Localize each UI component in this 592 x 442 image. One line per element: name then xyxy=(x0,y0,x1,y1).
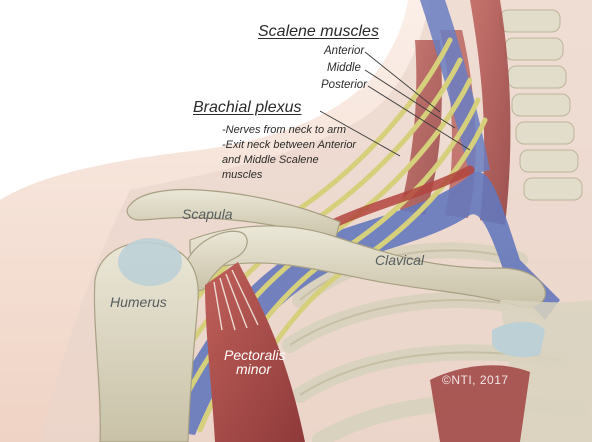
neck-muscle-scm xyxy=(470,0,511,225)
scalene-middle-label: Middle xyxy=(327,62,361,74)
brachial-note-2: -Exit neck between Anterior xyxy=(222,139,357,151)
scalene-anterior-label: Anterior xyxy=(324,45,365,57)
pectoralis-label-line1: Pectoralis xyxy=(224,347,286,363)
jugular-vein xyxy=(420,0,490,175)
copyright-text: ©NTI, 2017 xyxy=(442,373,509,387)
intercostal-muscle xyxy=(430,365,530,442)
clavical-label: Clavical xyxy=(375,252,425,268)
first-rib-cartilage xyxy=(492,321,545,358)
leader-lines xyxy=(319,51,471,157)
brachial-note-4: muscles xyxy=(222,169,263,181)
brachial-plexus-heading: Brachial plexus xyxy=(193,99,302,116)
pectoralis-minor-muscle xyxy=(205,262,305,442)
brachial-note-3: and Middle Scalene xyxy=(222,154,319,166)
cervical-vertebrae xyxy=(499,9,583,201)
humerus-label: Humerus xyxy=(110,294,167,310)
pectoralis-label-line2: minor xyxy=(236,361,272,377)
scalene-posterior-label: Posterior xyxy=(321,79,368,91)
scalene-muscles-heading: Scalene muscles xyxy=(258,23,379,40)
humerus-bone xyxy=(93,238,199,442)
brachial-note-1: -Nerves from neck to arm xyxy=(222,124,347,136)
scapula-label: Scapula xyxy=(182,206,233,222)
pectoralis-tendon-fibers xyxy=(213,269,259,331)
